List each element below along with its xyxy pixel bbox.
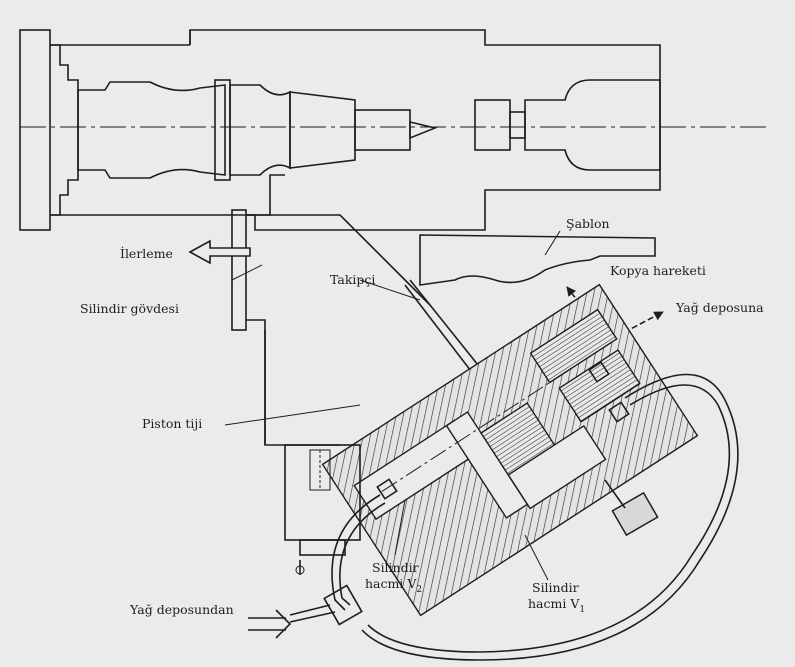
fitting-top <box>588 361 610 383</box>
leader-lines <box>224 230 561 581</box>
fitting-left <box>376 478 398 500</box>
label-silindir-v1-line2: hacmi V1 <box>528 596 585 615</box>
inlet-fitting <box>289 584 363 626</box>
template-sablon <box>419 234 656 286</box>
machine-frame <box>189 29 661 231</box>
adjust-knob[interactable] <box>604 479 659 537</box>
fitting-right <box>608 401 630 423</box>
headstock <box>19 29 190 231</box>
label-silindir-v2-line1: Silindir <box>372 560 419 575</box>
label-kopya-hareketi: Kopya hareketi <box>610 263 706 278</box>
label-silindir-v1-line1: Silindir <box>532 580 579 595</box>
label-yag-deposundan: Yağ deposundan <box>129 602 234 617</box>
workpiece <box>77 79 438 181</box>
feed-arrow <box>188 239 251 265</box>
label-ilerleme: İlerleme <box>120 246 173 261</box>
label-takipci: Takipçi <box>330 272 375 287</box>
tool-post <box>284 444 361 575</box>
label-silindir-govdesi: Silindir gövdesi <box>80 301 179 316</box>
label-yag-deposuna: Yağ deposuna <box>675 300 764 315</box>
cylinder-body <box>231 174 431 446</box>
label-sablon: Şablon <box>566 216 610 231</box>
label-piston-tiji: Piston tiji <box>142 416 202 431</box>
label-silindir-v2-line2: hacmi V2 <box>365 576 422 595</box>
inlet-arrow <box>248 609 292 639</box>
